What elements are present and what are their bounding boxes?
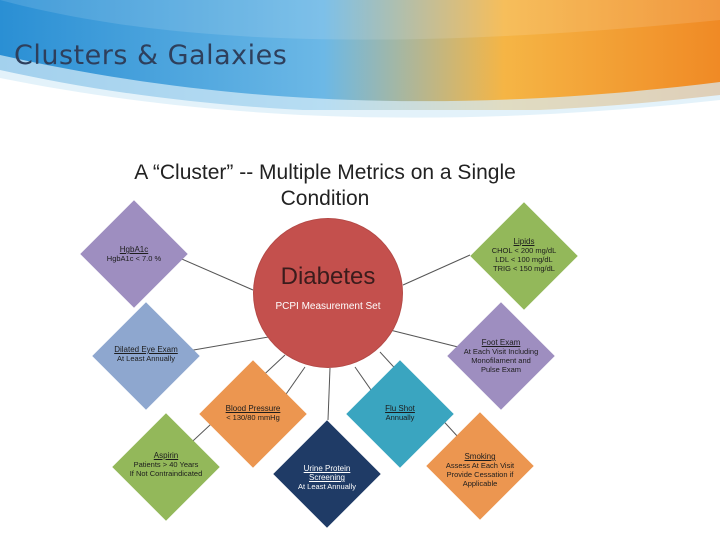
node-label: Aspirin Patients > 40 Years If Not Contr…: [112, 451, 220, 478]
node-aspirin: Aspirin Patients > 40 Years If Not Contr…: [112, 413, 220, 521]
node-title: Foot Exam: [481, 338, 521, 347]
center-subtitle: PCPI Measurement Set: [275, 301, 381, 312]
node-title: Dilated Eye Exam: [114, 345, 178, 354]
node-blood-pressure: Blood Pressure < 130/80 mmHg: [199, 360, 307, 468]
node-detail: At Least Annually: [117, 354, 175, 363]
node-foot-exam: Foot Exam At Each Visit Including Monofi…: [447, 302, 555, 410]
node-detail: Patients > 40 Years: [133, 460, 199, 469]
header-banner: [0, 0, 720, 150]
node-detail: HgbA1c < 7.0 %: [106, 254, 162, 263]
node-detail: Annually: [385, 413, 415, 422]
node-detail: < 130/80 mmHg: [226, 413, 280, 422]
node-label: Foot Exam At Each Visit Including Monofi…: [447, 338, 555, 374]
node-title: Lipids: [513, 237, 535, 246]
diagram-title-line2: Condition: [280, 187, 370, 210]
node-title: Urine Protein Screening: [303, 464, 351, 482]
node-detail: Provide Cessation if: [446, 470, 514, 479]
node-detail: If Not Contraindicated: [129, 469, 203, 478]
node-title: HgbA1c: [119, 245, 149, 254]
node-detail: Applicable: [462, 479, 498, 488]
node-dilated-eye-exam: Dilated Eye Exam At Least Annually: [92, 302, 200, 410]
connector-urine: [327, 367, 331, 421]
node-detail: At Least Annually: [298, 482, 356, 491]
node-label: Lipids CHOL < 200 mg/dL LDL < 100 mg/dL …: [470, 237, 578, 273]
node-smoking: Smoking Assess At Each Visit Provide Ces…: [426, 412, 534, 520]
node-detail: Pulse Exam: [480, 365, 522, 374]
diabetes-center-circle: Diabetes PCPI Measurement Set: [253, 218, 403, 368]
diagram-title-line1: A “Cluster” -- Multiple Metrics on a Sin…: [134, 161, 516, 184]
node-flu-shot: Flu Shot Annually: [346, 360, 454, 468]
node-title: Smoking: [464, 452, 496, 461]
node-detail: CHOL < 200 mg/dL: [491, 246, 557, 255]
node-label: Flu Shot Annually: [346, 404, 454, 422]
node-urine-protein-screening: Urine Protein Screening At Least Annuall…: [273, 420, 381, 528]
node-detail: Assess At Each Visit: [445, 461, 515, 470]
node-label: Smoking Assess At Each Visit Provide Ces…: [426, 452, 534, 488]
node-hgba1c: HgbA1c HgbA1c < 7.0 %: [80, 200, 188, 308]
connector-lipids: [402, 254, 471, 286]
node-detail: TRIG < 150 mg/dL: [493, 264, 555, 273]
node-detail: At Each Visit Including: [463, 347, 539, 356]
node-detail: LDL < 100 mg/dL: [495, 255, 553, 264]
node-detail: Monofilament and: [471, 356, 531, 365]
node-lipids: Lipids CHOL < 200 mg/dL LDL < 100 mg/dL …: [470, 202, 578, 310]
node-title: Flu Shot: [385, 404, 415, 413]
diagram-title: A “Cluster” -- Multiple Metrics on a Sin…: [95, 160, 555, 212]
node-label: Dilated Eye Exam At Least Annually: [92, 345, 200, 363]
node-title: Blood Pressure: [225, 404, 281, 413]
node-label: Blood Pressure < 130/80 mmHg: [199, 404, 307, 422]
center-title: Diabetes: [280, 263, 376, 290]
slide-title: Clusters & Galaxies: [14, 40, 288, 71]
node-title: Aspirin: [153, 451, 179, 460]
connector-foot: [389, 329, 463, 349]
node-label: Urine Protein Screening At Least Annuall…: [288, 464, 366, 491]
connector-eye: [181, 334, 281, 353]
node-label: HgbA1c HgbA1c < 7.0 %: [80, 245, 188, 263]
